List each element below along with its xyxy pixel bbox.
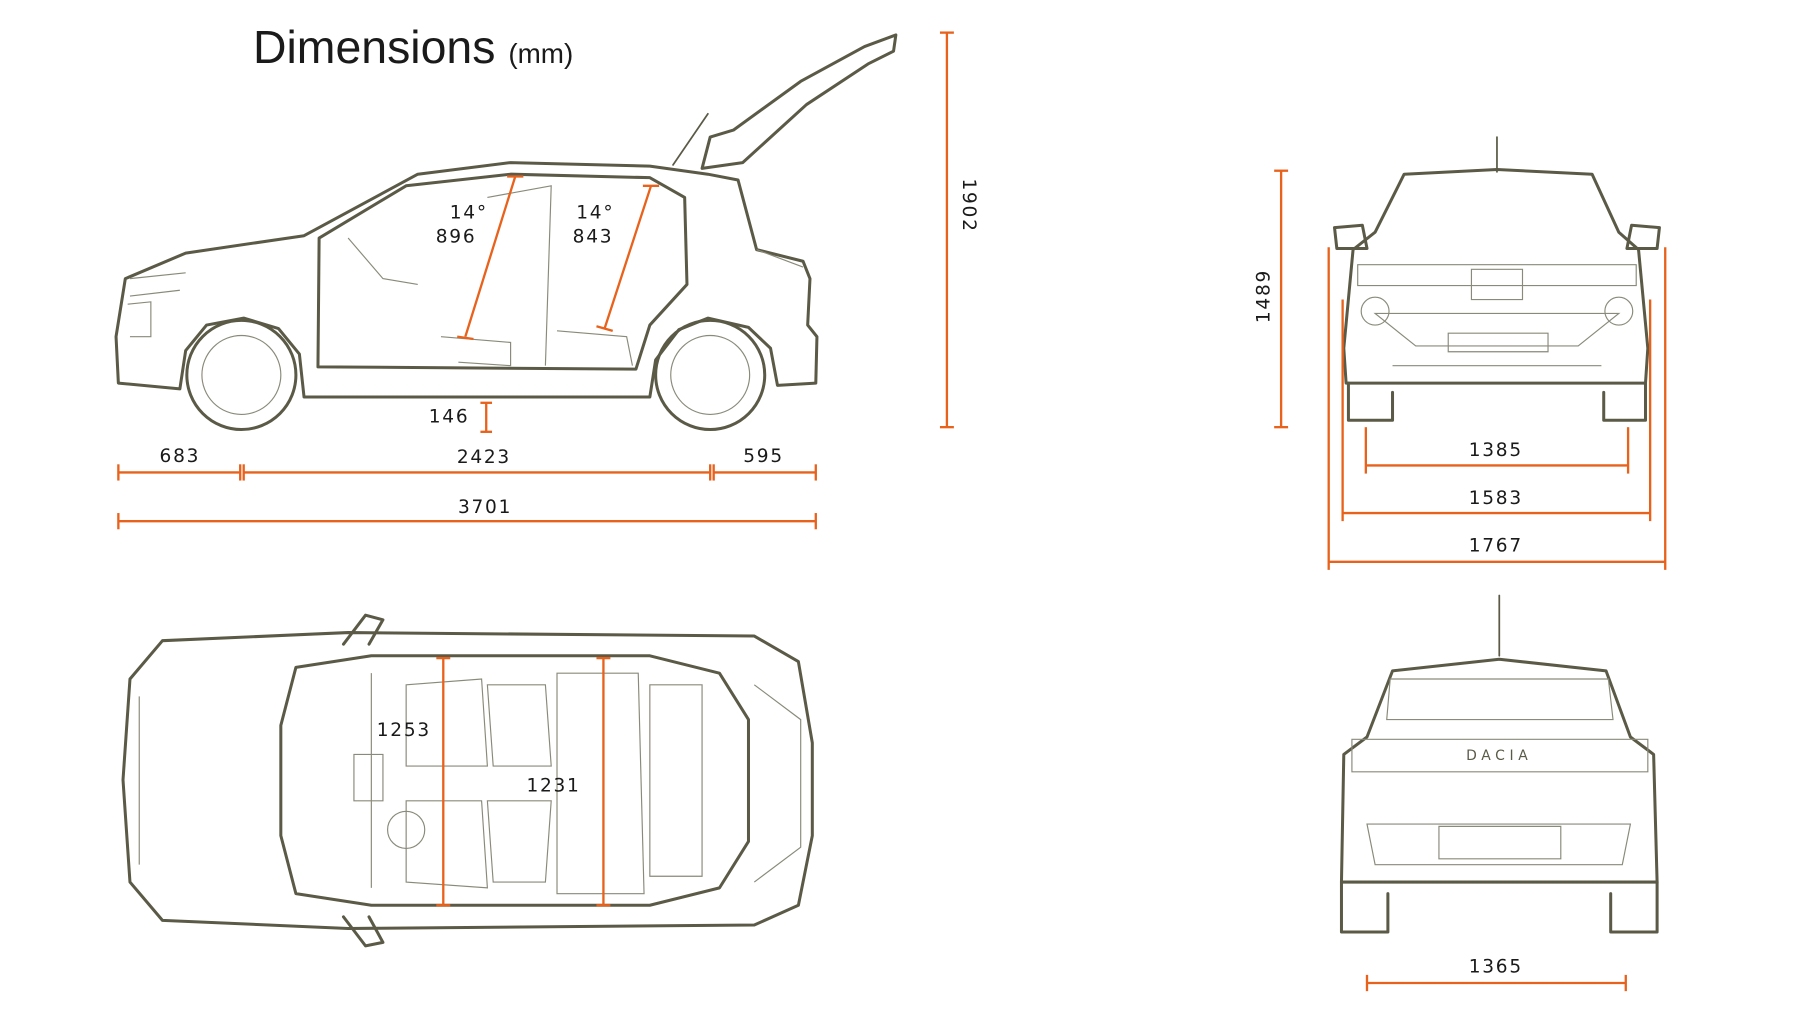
front-headroom-line [464, 176, 517, 338]
rear-track-dimension: 1365 [1365, 957, 1627, 992]
side-view-car [114, 33, 898, 431]
front-view-dimensions: 1489 1385 1583 1767 [1254, 169, 1667, 570]
front-seat-angle: 14° [450, 202, 488, 223]
width-without-mirrors: 1583 [1469, 488, 1523, 509]
rear-track: 1365 [1469, 957, 1523, 978]
height: 1489 [1254, 269, 1275, 323]
wheelbase: 2423 [457, 447, 511, 468]
height-tailgate-open: 1902 [958, 178, 979, 232]
front-elbow-width: 1253 [377, 720, 431, 741]
top-view-car [121, 613, 814, 948]
rear-headroom-line [603, 185, 653, 329]
front-view-car [1332, 136, 1661, 422]
rear-view-car: DACIA [1339, 594, 1659, 934]
height-dimension: 1902 [939, 31, 979, 429]
dacia-badge: DACIA [1466, 748, 1532, 764]
rear-seat-angle: 14° [576, 202, 614, 223]
overall-length: 3701 [458, 497, 512, 518]
front-overhang: 683 [160, 446, 201, 467]
width-with-mirrors: 1767 [1469, 535, 1523, 556]
rear-elbow-width: 1231 [526, 776, 580, 797]
ground-clearance: 146 [429, 407, 470, 428]
rear-overhang: 595 [743, 446, 784, 467]
ground-clearance-dimension: 146 [429, 401, 493, 433]
rear-headroom: 843 [573, 227, 614, 248]
front-track: 1385 [1469, 440, 1523, 461]
front-headroom: 896 [436, 227, 477, 248]
elbow-width-dimensions: 1253 1231 [377, 656, 611, 907]
page-title: Dimensions (mm) [253, 21, 573, 73]
length-dimensions: 683 2423 595 3701 [117, 446, 817, 530]
